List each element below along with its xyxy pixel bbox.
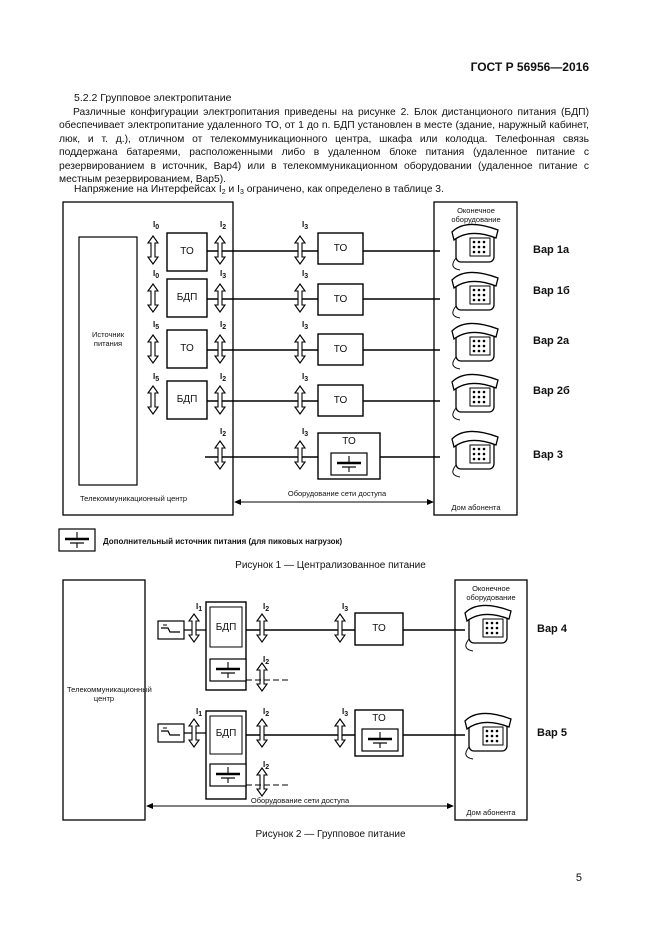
- fig1-source-box: [78, 236, 138, 486]
- fig1-terminal-label: Оконечное оборудование: [451, 206, 501, 224]
- fig1-box-to-2-remote: ТО: [333, 294, 348, 305]
- legend-battery-icon: [57, 527, 97, 553]
- p2-sub1: 2: [221, 189, 226, 196]
- fig1-box-to-3: ТО: [180, 343, 194, 354]
- fig1-i3-2b: I3: [302, 269, 309, 280]
- fig2-i2-5b: I2: [263, 760, 270, 771]
- fig1-box-to-1: ТО: [180, 246, 194, 257]
- fig2-box-to-4: ТО: [372, 623, 386, 634]
- fig1-var-1a: Вар 1а: [533, 244, 570, 256]
- fig1-row-2a: [147, 322, 499, 370]
- fig2-box-to-5: ТО: [372, 713, 386, 724]
- paragraph-1-text: Различные конфигурации электропитания пр…: [59, 107, 589, 186]
- fig2-i2-5: I2: [263, 707, 270, 718]
- p2-after: ограничено, как определено в таблице 3.: [243, 184, 444, 195]
- fig1-var-2a: Вар 2а: [533, 335, 570, 347]
- fig2-center-label: Телекоммуникационный центр: [67, 685, 152, 703]
- p2-before: Напряжение на Интерфейсах I: [74, 184, 222, 195]
- fig1-i3-5: I3: [302, 427, 309, 438]
- fig2-var-5: Вар 5: [537, 727, 567, 739]
- fig1-box-bdp-4: БДП: [176, 394, 198, 405]
- fig1-i2-4: I2: [220, 372, 227, 383]
- fig1-i5-3: I5: [153, 320, 160, 331]
- fig1-i2-5: I2: [220, 427, 227, 438]
- fig1-box-to-3-remote: ТО: [333, 344, 348, 355]
- paragraph-2: Напряжение на Интерфейсах I2 и I3 ограни…: [74, 184, 444, 196]
- fig2-terminal-label: Оконечное оборудование: [466, 584, 516, 602]
- fig1-i0-2: I0: [153, 269, 160, 280]
- fig2-i1-5: I1: [196, 707, 203, 718]
- page-number: 5: [575, 872, 582, 884]
- fig2-row-4: [157, 601, 512, 692]
- standard-header: ГОСТ Р 56956—2016: [470, 60, 589, 74]
- fig2-subscriber-frame: [454, 579, 528, 821]
- fig2-box-bdp-5: БДП: [215, 728, 237, 739]
- fig1-center-frame: [62, 201, 234, 516]
- fig1-i2-1: I2: [220, 220, 227, 231]
- fig1-row-1b: [147, 271, 499, 319]
- fig1-caption: Рисунок 1 — Централизованное питание: [235, 560, 426, 571]
- fig2-i3-4: I3: [342, 602, 349, 613]
- fig1-center-label: Телекоммуникационный центр: [80, 494, 187, 503]
- fig1-i3-3: I3: [302, 320, 309, 331]
- fig1-var-1b: Вар 1б: [533, 285, 570, 297]
- fig1-box-to-4-remote: ТО: [333, 395, 348, 406]
- fig1-box-to-1-remote: ТО: [333, 243, 348, 254]
- fig1-access-label: Оборудование сети доступа: [287, 489, 387, 498]
- fig1-i5-4: I5: [153, 372, 160, 383]
- fig2-var-4: Вар 4: [537, 623, 567, 635]
- paragraph-1: Различные конфигурации электропитания пр…: [59, 106, 589, 186]
- fig1-box-to-5-remote: ТО: [342, 436, 356, 447]
- fig1-subscriber-frame: [433, 201, 518, 516]
- fig1-i3-2: I3: [220, 269, 227, 280]
- fig2-i2-4b: I2: [263, 655, 270, 666]
- fig2-i3-5: I3: [342, 707, 349, 718]
- fig1-row-3: [205, 430, 499, 480]
- fig2-box-bdp-4: БДП: [215, 622, 237, 633]
- section-title: 5.2.2 Групповое электропитание: [74, 92, 232, 104]
- fig1-subscriber-label: Дом абонента: [451, 503, 501, 512]
- fig2-row-5: [157, 709, 512, 800]
- fig1-var-2b: Вар 2б: [533, 385, 570, 397]
- fig1-source-label: Источник питания: [91, 330, 125, 348]
- fig2-i2-4: I2: [263, 602, 270, 613]
- fig1-row-2b: [147, 373, 499, 421]
- fig2-caption: Рисунок 2 — Групповое питание: [255, 829, 406, 840]
- fig2-access-label: Оборудование сети доступа: [250, 796, 350, 805]
- fig1-box-bdp-2: БДП: [176, 292, 198, 303]
- fig1-i3-4: I3: [302, 372, 309, 383]
- fig1-row-1a: [147, 223, 499, 272]
- fig1-var-3: Вар 3: [533, 449, 563, 461]
- fig1-access-arrow: [234, 499, 434, 505]
- fig1-i3-1: I3: [302, 220, 309, 231]
- fig1-i2-3: I2: [220, 320, 227, 331]
- fig2-center-frame: [62, 579, 146, 821]
- p2-sub2: 3: [239, 189, 244, 196]
- fig1-legend-text: Дополнительный источник питания (для пик…: [103, 537, 343, 546]
- fig2-i1-4: I1: [196, 602, 203, 613]
- fig2-access-arrow: [146, 803, 454, 809]
- p2-mid: и I: [225, 184, 240, 195]
- fig1-i0-1: I0: [153, 220, 160, 231]
- fig2-subscriber-label: Дом абонента: [466, 808, 516, 817]
